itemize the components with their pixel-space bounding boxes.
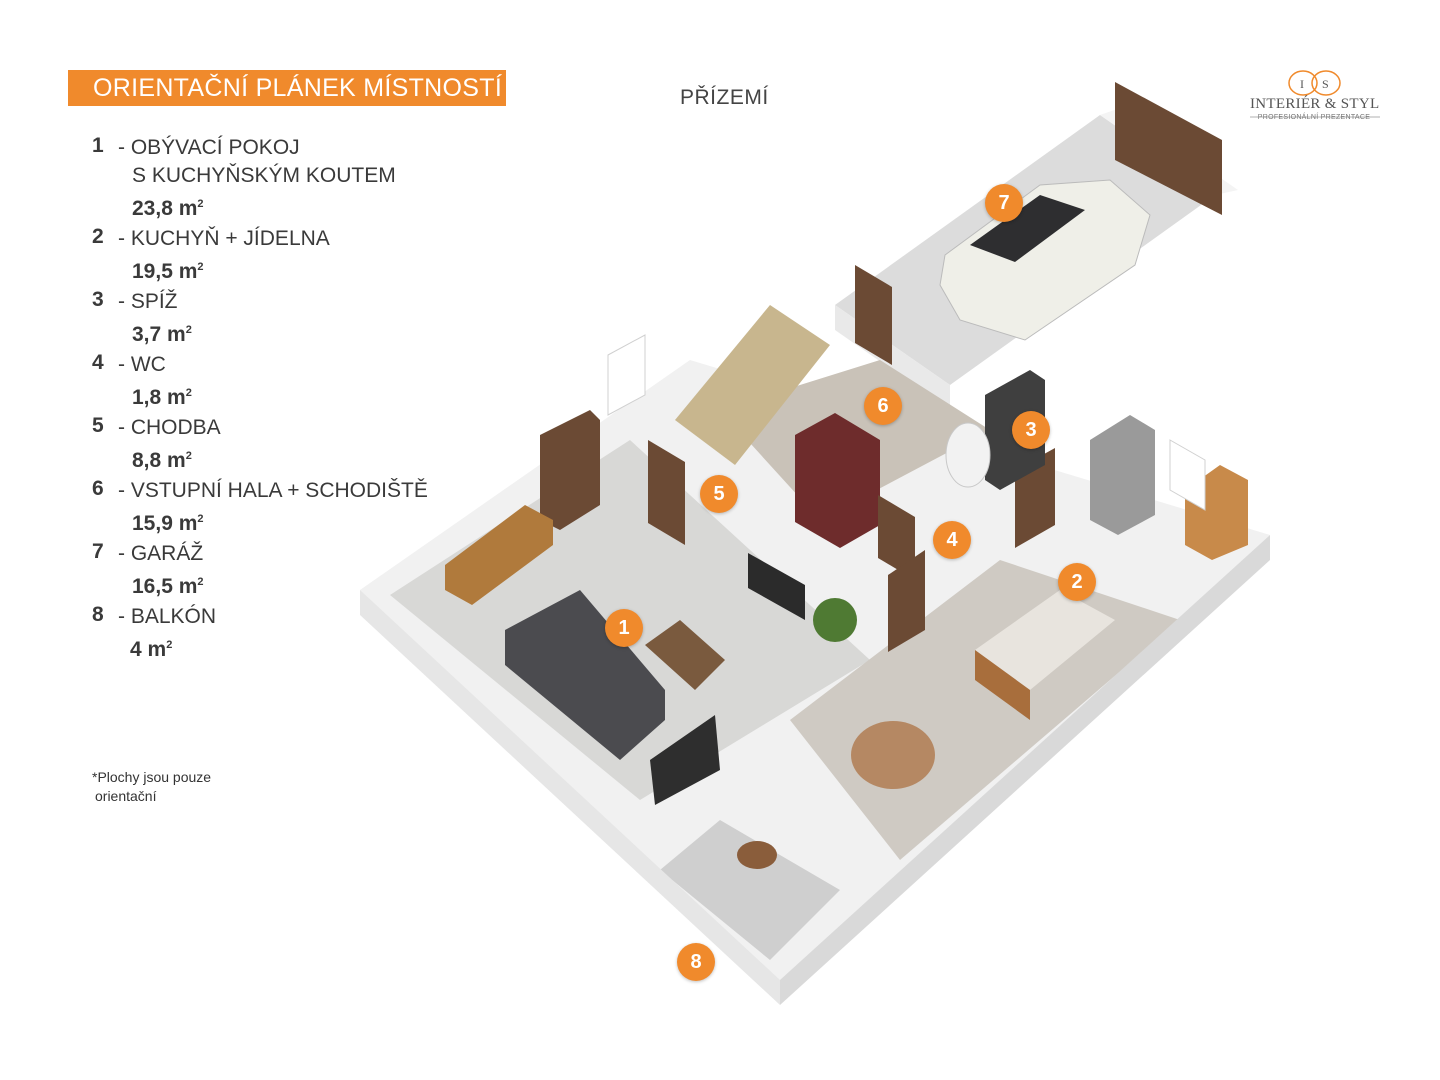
disclaimer-line-1: *Plochy jsou pouze — [92, 769, 212, 785]
fridge — [1090, 415, 1155, 535]
room-marker-8: 8 — [677, 943, 715, 981]
island-side — [975, 650, 1030, 720]
legend-number: 1 — [92, 134, 104, 157]
logo-name: INTERIÉR & STYL — [1250, 96, 1380, 112]
room-marker-4: 4 — [933, 521, 971, 559]
legend-number: 7 — [92, 540, 104, 563]
disclaimer-line-2: orientační — [95, 788, 157, 804]
sideboard — [445, 505, 553, 605]
legend-item-6: 6 - VSTUPNÍ HALA + SCHODIŠTĚ 15,9 m2 — [92, 477, 428, 538]
legend-room-area: 23,8 m2 — [132, 197, 204, 220]
legend-item-1: 1 - OBÝVACÍ POKOJ S KUCHYŇSKÝM KOUTEM 23… — [92, 134, 428, 223]
door-5 — [648, 440, 685, 545]
legend-item-2: 2 - KUCHYŇ + JÍDELNA 19,5 m2 — [92, 225, 428, 286]
door-6 — [855, 265, 892, 365]
legend-room-area: 4 m2 — [130, 638, 173, 661]
sofa — [505, 590, 665, 760]
balcony-table — [737, 841, 777, 869]
floor-label: PŘÍZEMÍ — [680, 86, 769, 109]
legend-room-area: 19,5 m2 — [132, 260, 204, 283]
legend-room-name-2: S KUCHYŇSKÝM KOUTEM — [132, 164, 396, 187]
room-marker-5: 5 — [700, 475, 738, 513]
bookshelf — [650, 715, 720, 805]
legend-room-name: - CHODBA — [118, 416, 221, 439]
legend-room-name: - KUCHYŇ + JÍDELNA — [118, 227, 330, 250]
logo-monogram-right: S — [1322, 77, 1329, 91]
legend-number: 8 — [92, 603, 104, 626]
room-marker-3: 3 — [1012, 411, 1050, 449]
coffee-table — [645, 620, 725, 690]
legend-room-name: - BALKÓN — [118, 605, 217, 628]
legend-room-area: 3,7 m2 — [132, 323, 192, 346]
kitchen-island — [975, 590, 1115, 690]
legend-number: 5 — [92, 414, 104, 437]
legend-item-7: 7 - GARÁŽ 16,5 m2 — [92, 540, 428, 601]
plant — [813, 598, 857, 642]
legend-number: 2 — [92, 225, 104, 248]
car-roof — [970, 195, 1085, 262]
legend-room-area: 15,9 m2 — [132, 512, 204, 535]
dining-table — [851, 721, 935, 789]
tv — [748, 553, 805, 620]
legend-number: 6 — [92, 477, 104, 500]
outer-wall-front-left — [360, 590, 780, 1005]
tall-cabinet — [540, 410, 600, 530]
legend-room-name: - GARÁŽ — [118, 542, 204, 565]
room-marker-7: 7 — [985, 184, 1023, 222]
legend-item-8: 8 - BALKÓN 4 m2 — [92, 603, 428, 664]
legend-number: 4 — [92, 351, 104, 374]
company-logo: I S — [1250, 70, 1380, 118]
legend-room-name: - VSTUPNÍ HALA + SCHODIŠTĚ — [118, 479, 428, 502]
legend-room-area: 1,8 m2 — [132, 386, 192, 409]
legend-item-3: 3 - SPÍŽ 3,7 m2 — [92, 288, 428, 349]
plan-title-banner: ORIENTAČNÍ PLÁNEK MÍSTNOSTÍ — [68, 70, 506, 106]
legend-room-area: 8,8 m2 — [132, 449, 192, 472]
legend-room-name: - SPÍŽ — [118, 290, 178, 313]
window-right — [1169, 439, 1206, 511]
door-main — [888, 550, 925, 652]
stairs — [675, 305, 830, 465]
room-marker-2: 2 — [1058, 563, 1096, 601]
window-left — [607, 334, 646, 416]
legend-room-name: - OBÝVACÍ POKOJ — [118, 136, 300, 159]
wardrobe — [795, 413, 880, 548]
room-marker-1: 1 — [605, 609, 643, 647]
room-marker-6: 6 — [864, 387, 902, 425]
legend-room-area: 16,5 m2 — [132, 575, 204, 598]
legend-number: 3 — [92, 288, 104, 311]
boiler — [945, 422, 991, 488]
area-disclaimer: *Plochy jsou pouze orientační — [92, 768, 211, 806]
outer-wall-front-right — [780, 535, 1270, 1005]
logo-tagline: PROFESIONÁLNÍ PREZENTACE — [1257, 114, 1371, 121]
legend-room-name: - WC — [118, 353, 166, 376]
garage-door — [1115, 82, 1222, 215]
door-4 — [878, 495, 915, 580]
legend-item-5: 5 - CHODBA 8,8 m2 — [92, 414, 428, 475]
car — [939, 179, 1151, 341]
room-legend: 1 - OBÝVACÍ POKOJ S KUCHYŇSKÝM KOUTEM 23… — [92, 134, 428, 666]
balcony-floor — [660, 820, 840, 960]
legend-item-4: 4 - WC 1,8 m2 — [92, 351, 428, 412]
logo-monogram-left: I — [1300, 77, 1304, 91]
